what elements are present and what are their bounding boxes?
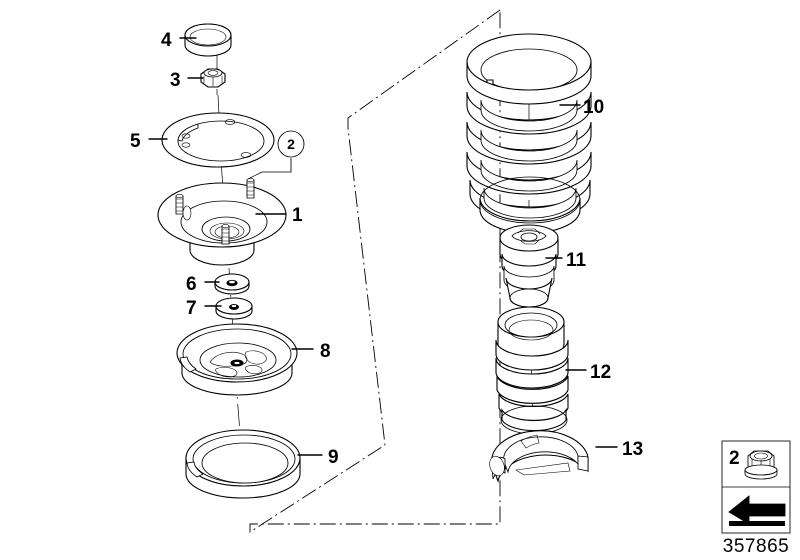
callout-label-3: 3 (170, 70, 181, 91)
callout-label-10: 10 (583, 97, 604, 118)
callout-2-circle-group: 2 (277, 130, 305, 158)
callout-label-9: 9 (328, 447, 339, 468)
collar-nut-icon (744, 450, 778, 480)
callout-label-12: 12 (590, 362, 611, 383)
callout-label-1: 1 (292, 205, 303, 226)
callout-label-4: 4 (161, 30, 172, 51)
assembly-direction-arrow-icon (728, 495, 786, 526)
part-3-hex-nut (200, 68, 226, 88)
part-5-gasket-plate (161, 112, 275, 168)
part-13-supporting-ring (489, 430, 589, 483)
part-1-strut-support-bearing (157, 178, 287, 266)
part-6-washer-upper (214, 273, 250, 295)
part-9-spring-pad-lower (185, 429, 301, 499)
leader-2-circled (262, 158, 292, 173)
leader-2-dashdot (247, 171, 263, 180)
callout-label-2: 2 (287, 136, 295, 152)
arrow-base-bar (729, 521, 785, 526)
part-8-spring-pad-upper (176, 323, 298, 396)
callout-label-8: 8 (320, 341, 331, 362)
part-4-protection-cap (184, 23, 232, 57)
mount-studs (175, 178, 255, 245)
callout-label-7: 7 (186, 298, 197, 319)
callout-labels: 1 3 4 5 6 7 8 9 10 11 12 13 (130, 30, 643, 468)
part-7-washer-lower (215, 297, 253, 320)
callout-label-13: 13 (622, 439, 643, 460)
spring-pad-ribs (209, 350, 267, 378)
callout-leaders (148, 37, 618, 456)
callout-2-circle (277, 130, 305, 158)
group-boundary-outline (249, 9, 501, 533)
legend-item-number: 2 (729, 448, 740, 469)
part-10-coil-spring (466, 33, 592, 234)
part-11-additional-damper (499, 224, 559, 308)
callout-label-11: 11 (566, 250, 587, 271)
callout-label-5: 5 (130, 131, 141, 152)
callout-label-6: 6 (186, 274, 197, 295)
drawing-number: 357865 (723, 536, 789, 557)
legend-box: 2 (721, 440, 791, 534)
part-12-protection-tube (495, 306, 569, 435)
